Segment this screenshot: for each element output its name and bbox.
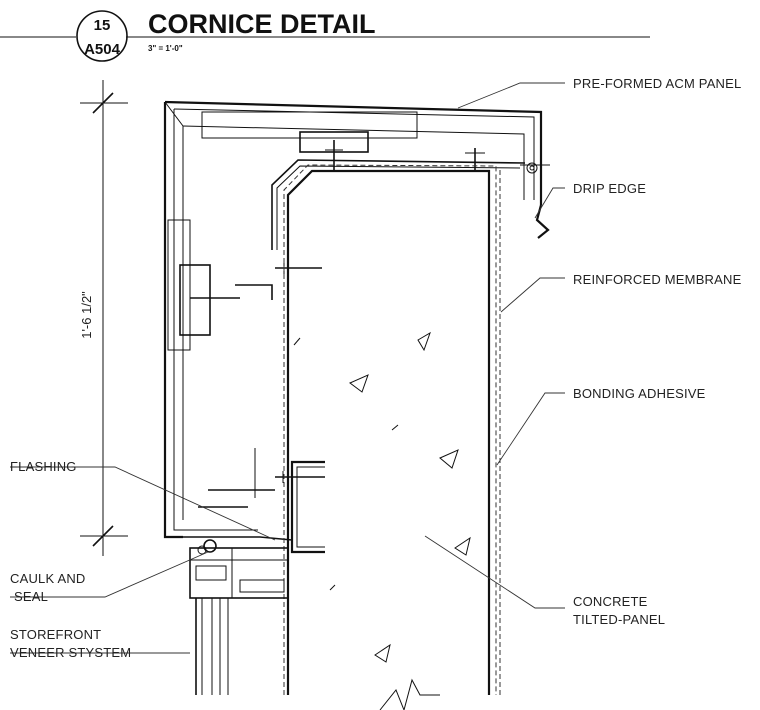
dimension-tick-top xyxy=(92,92,114,114)
acm-panel xyxy=(163,100,543,539)
leader-adhesive xyxy=(496,392,565,466)
top-blocking xyxy=(201,111,418,139)
storefront-head xyxy=(189,547,289,599)
mid-clip-angle xyxy=(235,284,273,300)
flashing xyxy=(183,529,293,541)
membrane-line-inner xyxy=(283,164,497,695)
callout-concrete-line1: CONCRETE xyxy=(573,594,648,609)
acm-panel-top xyxy=(164,100,543,205)
leader-flashing xyxy=(10,466,276,541)
drip-edge-washer xyxy=(526,162,538,174)
aggregate-tick xyxy=(329,584,336,591)
storefront-system xyxy=(189,539,289,695)
acm-panel-outer-face xyxy=(163,102,183,539)
backer-rod xyxy=(197,545,207,555)
dimension-label: 1'-6 1/2" xyxy=(79,291,94,339)
detail-scale: 3" = 1'-0" xyxy=(148,44,183,53)
callout-concrete-line2: TILTED-PANEL xyxy=(573,612,665,627)
dimension-tick-bottom xyxy=(92,525,114,547)
detail-title: CORNICE DETAIL xyxy=(148,9,376,39)
callout-membrane: REINFORCED MEMBRANE xyxy=(573,272,742,287)
aggregate-tick xyxy=(391,424,399,431)
face-blocking xyxy=(167,219,191,351)
drip-edge-profile xyxy=(535,204,550,239)
storefront-head-insert xyxy=(239,579,285,593)
callout-drip-edge: DRIP EDGE xyxy=(573,181,646,196)
leader-acm-panel xyxy=(457,82,565,109)
mid-clip-block xyxy=(179,264,211,336)
leader-concrete xyxy=(424,535,565,609)
callout-caulk-line2: SEAL xyxy=(14,589,48,604)
drip-edge xyxy=(520,162,550,239)
callout-caulk-line1: CAULK AND xyxy=(10,571,86,586)
aggregate-mark xyxy=(349,374,369,393)
callout-storefront-line2: VENEER STYSTEM xyxy=(10,645,131,660)
drip-edge-bolt xyxy=(529,165,535,171)
concrete-hatch xyxy=(293,331,471,663)
detail-bubble xyxy=(76,10,128,62)
callout-adhesive: BONDING ADHESIVE xyxy=(573,386,706,401)
lower-channel-bracket xyxy=(290,460,325,554)
break-line xyxy=(379,678,440,710)
sub-girt xyxy=(271,159,526,250)
aggregate-tick xyxy=(293,337,301,346)
leader-caulk xyxy=(10,551,209,598)
sheet-number: A504 xyxy=(84,41,121,58)
flashing-profile xyxy=(183,536,293,541)
callout-storefront-line1: STOREFRONT xyxy=(10,627,101,642)
callouts: PRE-FORMED ACM PANEL DRIP EDGE REINFORCE… xyxy=(10,76,742,660)
aggregate-mark xyxy=(374,643,391,663)
sub-frame xyxy=(179,131,526,554)
acm-panel-inner-face xyxy=(173,109,190,531)
leader-drip-edge xyxy=(534,187,565,219)
sub-girt-inner xyxy=(276,165,521,250)
leaders xyxy=(10,82,565,654)
detail-number: 15 xyxy=(94,17,111,34)
callout-flashing: FLASHING xyxy=(10,459,77,474)
aggregate-mark xyxy=(417,331,431,352)
title-block: 15 A504 CORNICE DETAIL 3" = 1'-0" xyxy=(0,9,650,62)
height-dimension: 1'-6 1/2" xyxy=(79,80,128,556)
concrete-panel-outline xyxy=(286,169,491,695)
acm-panel-inner-top xyxy=(173,108,535,200)
acm-panel-liner xyxy=(182,125,525,200)
storefront-head-cavity xyxy=(195,565,227,581)
leader-membrane xyxy=(500,277,565,313)
lower-channel-inner xyxy=(296,466,325,548)
aggregate-mark xyxy=(439,449,459,469)
aggregate-mark xyxy=(454,536,471,556)
callout-acm-panel: PRE-FORMED ACM PANEL xyxy=(573,76,741,91)
concrete-panel xyxy=(283,164,501,710)
